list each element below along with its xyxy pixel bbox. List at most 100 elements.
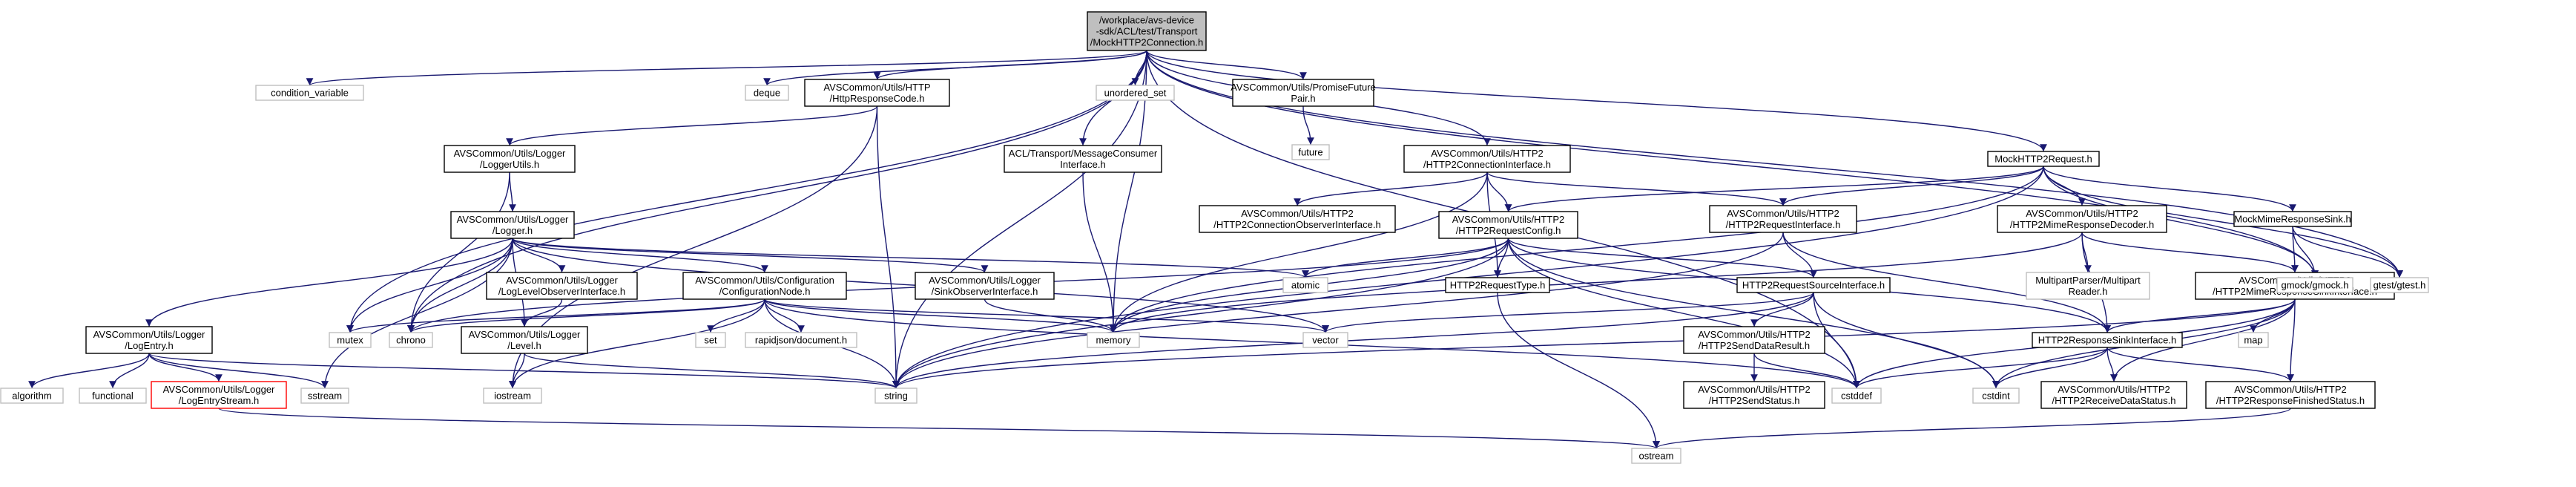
node-box-ostream — [1631, 448, 1681, 464]
node-respsink[interactable]: HTTP2ResponseSinkInterface.h — [2032, 332, 2183, 348]
node-logger[interactable]: AVSCommon/Utils/Logger/Logger.h — [450, 211, 575, 239]
include-edge-reqiface-to-string — [892, 232, 1784, 389]
node-label-logentry-line-0: AVSCommon/Utils/Logger — [93, 329, 205, 340]
include-edge-logentry-to-logstream — [148, 353, 223, 382]
node-label-root-line-2: /MockHTTP2Connection.h — [1090, 37, 1203, 48]
node-mimedec[interactable]: AVSCommon/Utils/HTTP2/HTTP2MimeResponseD… — [1997, 205, 2167, 233]
node-loglevelobs[interactable]: AVSCommon/Utils/Logger/LogLevelObserverI… — [486, 272, 638, 300]
node-box-mocksink — [2233, 211, 2352, 227]
node-label-future-line-0: future — [1298, 147, 1322, 158]
node-functional: functional — [79, 388, 147, 404]
node-atomic: atomic — [1282, 277, 1328, 293]
node-vector: vector — [1302, 332, 1348, 348]
node-label-reqconfig-line-0: AVSCommon/Utils/HTTP2 — [1452, 214, 1564, 225]
node-label-reqiface-line-1: /HTTP2RequestInterface.h — [1726, 219, 1841, 230]
node-box-senddata — [1683, 326, 1825, 354]
node-box-srcif — [1736, 277, 1891, 293]
include-edge-mockreq-to-memory — [1110, 166, 2044, 333]
node-label-sendstatus-line-0: AVSCommon/Utils/HTTP2 — [1698, 384, 1810, 395]
node-reqtype[interactable]: HTTP2RequestType.h — [1445, 277, 1550, 293]
node-box-logstream — [151, 381, 287, 409]
node-box-msgconsumer — [1004, 145, 1162, 173]
include-edge-root-to-promise — [1146, 50, 1307, 80]
node-cstdint: cstdint — [1972, 388, 2020, 404]
include-edge-mimesink-to-respsink — [2104, 298, 2296, 333]
node-map: map — [2238, 332, 2269, 348]
node-label-srcif-line-0: HTTP2RequestSourceInterface.h — [1742, 280, 1885, 291]
node-mocksink[interactable]: MockMimeResponseSink.h — [2233, 211, 2352, 227]
node-label-confignode-line-1: /ConfigurationNode.h — [719, 286, 811, 297]
include-edge-logger-to-mutex — [346, 238, 513, 333]
node-label-level-line-0: AVSCommon/Utils/Logger — [469, 329, 581, 340]
include-edge-msgconsumer-to-memory — [1082, 171, 1117, 333]
include-edge-srcif-to-vector — [1322, 292, 1814, 333]
node-label-promise-line-0: AVSCommon/Utils/PromiseFuture — [1231, 82, 1376, 93]
node-label-senddata-line-1: /HTTP2SendDataResult.h — [1699, 340, 1810, 351]
node-label-reqconfig-line-1: /HTTP2RequestConfig.h — [1456, 225, 1561, 236]
node-memory: memory — [1087, 332, 1140, 348]
node-box-algorithm — [0, 388, 64, 404]
include-edge-mimedec-to-memory — [1110, 232, 2083, 333]
node-box-reqtype — [1445, 277, 1550, 293]
node-label-reqiface-line-0: AVSCommon/Utils/HTTP2 — [1727, 208, 1839, 219]
node-level[interactable]: AVSCommon/Utils/Logger/Level.h — [461, 326, 588, 354]
include-edge-logger-to-loglevelobs — [512, 238, 566, 273]
include-edge-mimedec-to-mimesink — [2081, 232, 2299, 273]
node-ostream: ostream — [1631, 448, 1681, 464]
include-edge-logger-to-logentry — [145, 238, 513, 327]
node-box-unordered — [1096, 85, 1175, 101]
node-chrono: chrono — [389, 332, 433, 348]
node-connobs[interactable]: AVSCommon/Utils/HTTP2/HTTP2ConnectionObs… — [1199, 205, 1396, 233]
node-box-cstddef — [1831, 388, 1882, 404]
node-recvstatus[interactable]: AVSCommon/Utils/HTTP2/HTTP2ReceiveDataSt… — [2040, 381, 2187, 409]
node-label-msgconsumer-line-1: Interface.h — [1060, 159, 1105, 170]
node-senddata[interactable]: AVSCommon/Utils/HTTP2/HTTP2SendDataResul… — [1683, 326, 1825, 354]
node-label-sinkobs-line-1: /SinkObserverInterface.h — [932, 286, 1038, 297]
include-edge-srcif-to-string — [892, 292, 1814, 389]
node-box-recvstatus — [2040, 381, 2187, 409]
node-box-httprc — [804, 79, 950, 107]
node-gtest: gtest/gtest.h — [2370, 277, 2429, 293]
node-label-multipart-line-1: Reader.h — [2069, 286, 2108, 297]
node-box-logentry — [85, 326, 213, 354]
node-logstream[interactable]: AVSCommon/Utils/Logger/LogEntryStream.h — [151, 381, 287, 409]
node-box-memory — [1087, 332, 1140, 348]
node-label-loggerutils-line-1: /LoggerUtils.h — [480, 159, 539, 170]
node-box-chrono — [389, 332, 433, 348]
include-edge-root-to-gmock — [1146, 50, 2319, 278]
node-label-cstdint-line-0: cstdint — [1982, 390, 2010, 402]
node-box-loglevelobs — [486, 272, 638, 300]
node-box-logger — [450, 211, 575, 239]
include-edge-logger-to-sinkobs — [512, 238, 989, 273]
include-edge-logentry-to-string — [148, 353, 900, 389]
node-label-deque-line-0: deque — [754, 88, 780, 99]
node-mockreq[interactable]: MockHTTP2Request.h — [1987, 151, 2100, 167]
node-loggerutils[interactable]: AVSCommon/Utils/Logger/LoggerUtils.h — [444, 145, 576, 173]
node-box-multipart — [2026, 272, 2150, 300]
include-edge-confignode-to-mutex — [346, 298, 765, 333]
node-h2conn[interactable]: AVSCommon/Utils/HTTP2/HTTP2ConnectionInt… — [1403, 145, 1571, 173]
node-reqconfig[interactable]: AVSCommon/Utils/HTTP2/HTTP2RequestConfig… — [1438, 211, 1578, 239]
node-sendstatus[interactable]: AVSCommon/Utils/HTTP2/HTTP2SendStatus.h — [1683, 381, 1825, 409]
node-httprc[interactable]: AVSCommon/Utils/HTTP/HttpResponseCode.h — [804, 79, 950, 107]
node-deque: deque — [745, 85, 789, 101]
node-srcif[interactable]: HTTP2RequestSourceInterface.h — [1736, 277, 1891, 293]
node-sinkobs[interactable]: AVSCommon/Utils/Logger/SinkObserverInter… — [915, 272, 1055, 300]
node-label-finstatus-line-1: /HTTP2ResponseFinishedStatus.h — [2216, 395, 2365, 406]
node-set: set — [695, 332, 726, 348]
include-edge-root-to-mutex — [346, 50, 1147, 333]
include-edge-confignode-to-set — [707, 298, 765, 333]
node-reqiface[interactable]: AVSCommon/Utils/HTTP2/HTTP2RequestInterf… — [1709, 205, 1857, 233]
node-box-condvar — [255, 85, 364, 101]
node-finstatus[interactable]: AVSCommon/Utils/HTTP2/HTTP2ResponseFinis… — [2205, 381, 2376, 409]
node-label-mutex-line-0: mutex — [337, 335, 363, 346]
include-edge-reqconfig-to-cstdint — [1507, 238, 2000, 389]
node-confignode[interactable]: AVSCommon/Utils/Configuration/Configurat… — [682, 272, 847, 300]
node-label-gmock-line-0: gmock/gmock.h — [2281, 280, 2348, 291]
include-edge-respsink-to-finstatus — [2106, 347, 2294, 382]
node-label-map-line-0: map — [2244, 335, 2262, 346]
node-logentry[interactable]: AVSCommon/Utils/Logger/LogEntry.h — [85, 326, 213, 354]
node-box-level — [461, 326, 588, 354]
